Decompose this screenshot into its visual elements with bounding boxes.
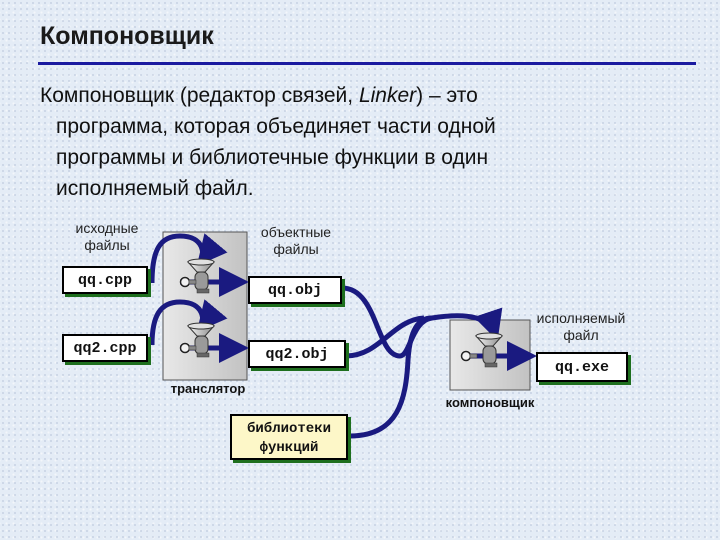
source-caption-line-1: исходные	[75, 220, 139, 236]
translator-machine-icon-top	[179, 258, 216, 294]
object-caption-line-1: объектные	[260, 224, 332, 240]
arrow-qq2-cpp-to-translator	[149, 299, 228, 346]
exe-file-qq-exe: qq.exe	[536, 352, 628, 382]
object-caption-line-2: файлы	[273, 241, 319, 257]
source-caption-line-2: файлы	[84, 237, 130, 253]
translator-label: транслятор	[170, 381, 246, 396]
object-files-caption: объектные файлы	[250, 224, 342, 258]
source-files-caption: исходные файлы	[62, 220, 152, 254]
exe-caption-line-1: исполняемый	[536, 310, 626, 326]
definition-text: Компоновщик (редактор связей, Linker) – …	[40, 80, 640, 204]
exe-caption-line-2: файл	[563, 327, 599, 343]
translator-machine-icon-bottom	[179, 322, 216, 358]
library-line-2: функций	[259, 440, 319, 456]
arrow-qq-cpp-to-translator	[149, 233, 228, 284]
definition-term: Компоновщик	[40, 84, 175, 107]
object-file-qq2-obj: qq2.obj	[248, 340, 346, 368]
definition-term-english: Linker	[358, 84, 417, 107]
arrow-qq2-obj-to-linker	[345, 315, 425, 359]
arrow-libraries-to-linker	[349, 315, 433, 439]
title-divider	[38, 62, 696, 65]
function-libraries-box: библиотеки функций	[230, 414, 348, 460]
exe-file-caption: исполняемый файл	[530, 310, 632, 344]
definition-line-3: программы и библиотечные функции в один	[56, 146, 489, 169]
slide-title: Компоновщик	[40, 22, 214, 50]
definition-line-2: программа, которая объединяет части одно…	[56, 115, 496, 138]
object-file-qq-obj: qq.obj	[248, 276, 342, 304]
definition-line-4: исполняемый файл.	[56, 177, 254, 200]
definition-paren-close: ) – это	[416, 84, 478, 107]
library-line-1: библиотеки	[246, 421, 331, 437]
definition-line-1: Компоновщик (редактор связей, Linker) – …	[40, 80, 640, 111]
linker-label: компоновщик	[445, 395, 535, 410]
source-file-qq-cpp: qq.cpp	[62, 266, 148, 294]
definition-paren-open: (редактор связей,	[174, 84, 359, 107]
linker-machine-icon	[460, 332, 504, 368]
source-file-qq2-cpp: qq2.cpp	[62, 334, 148, 362]
